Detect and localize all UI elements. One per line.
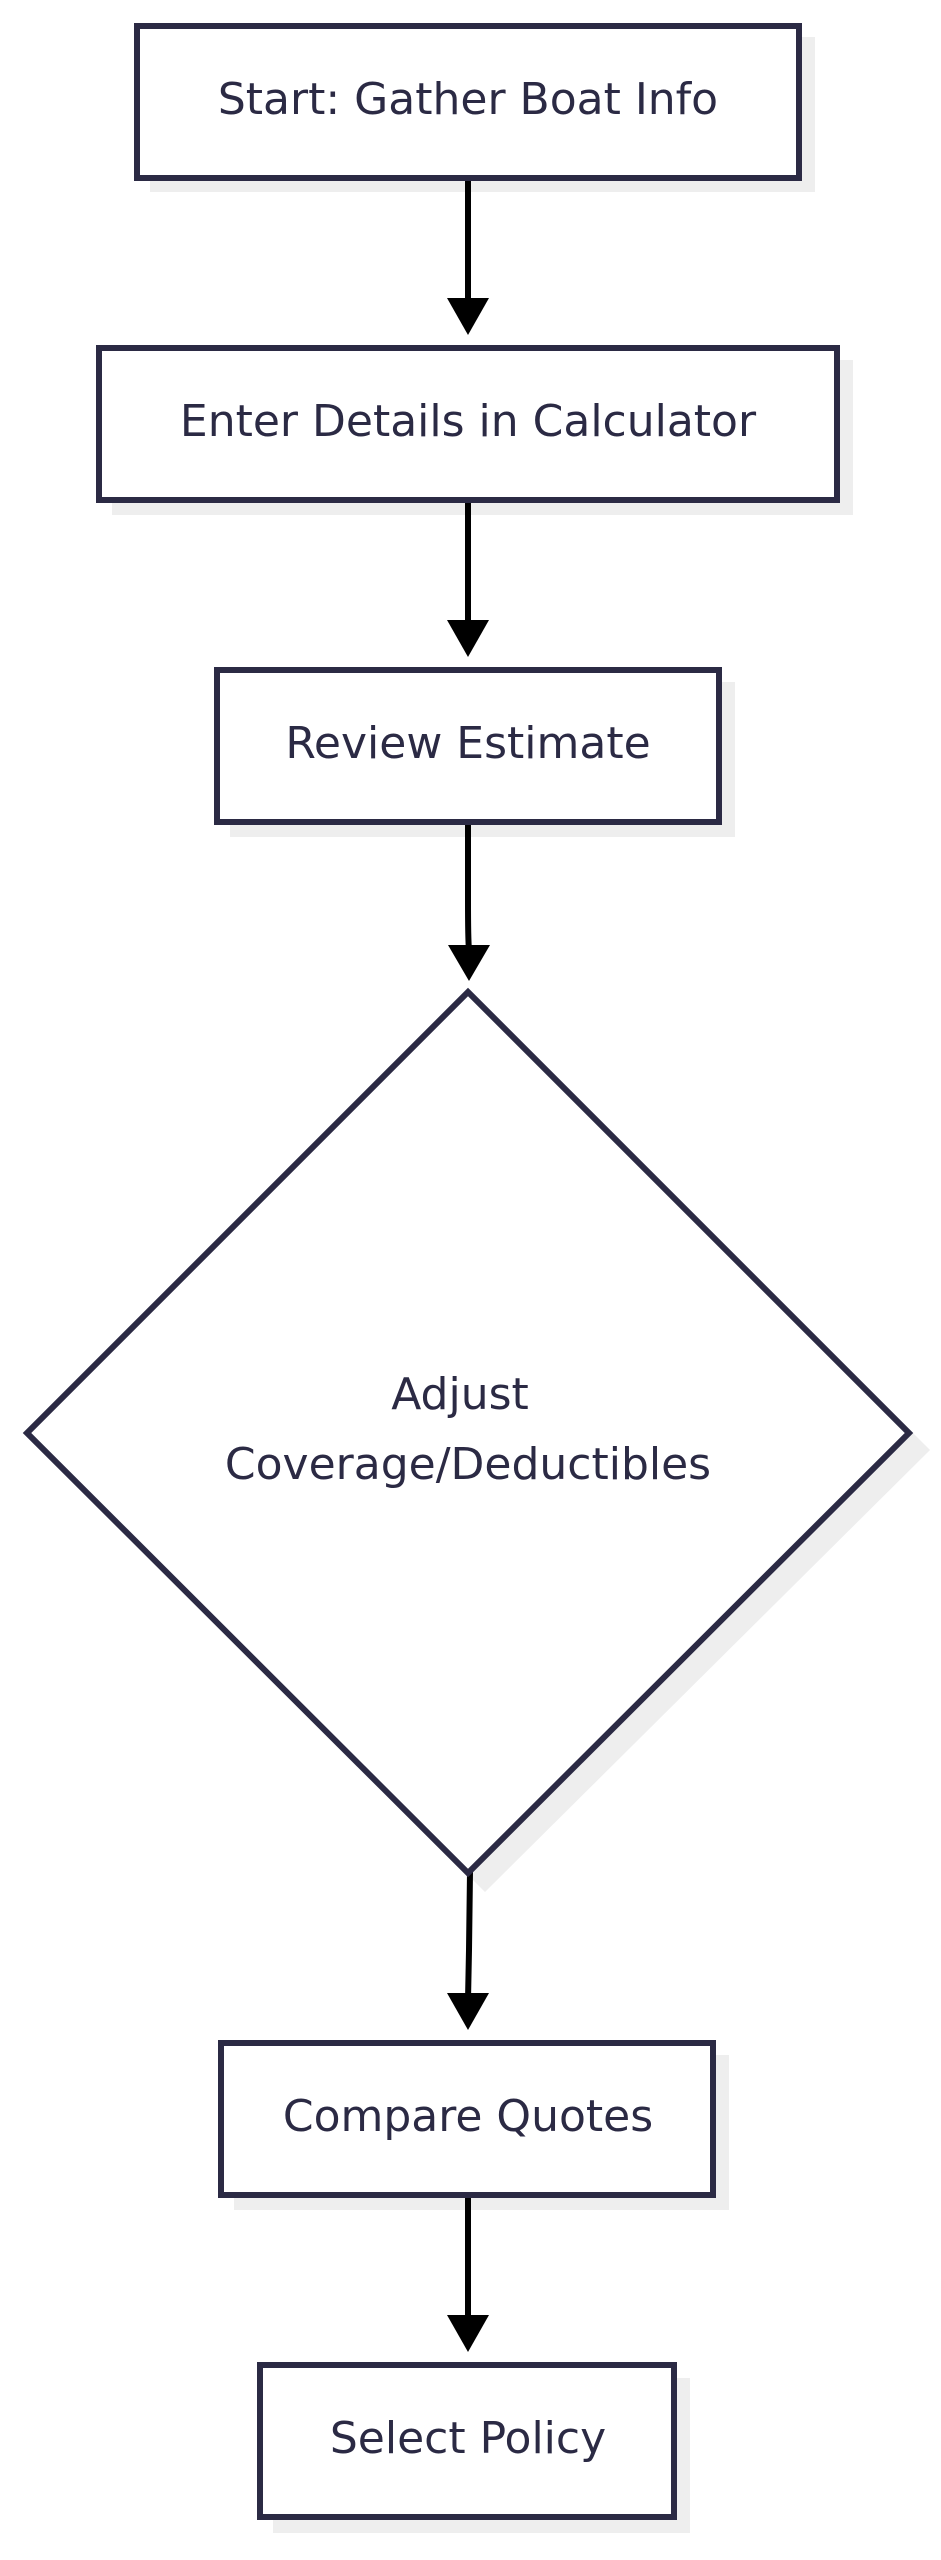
edge-adjust-to-compare-quotes — [447, 1871, 489, 2030]
start-node: Start: Gather Boat Info — [134, 23, 802, 181]
adjust-decision-node: Adjust Coverage/Deductibles — [22, 987, 914, 1878]
arrow-head — [447, 2315, 489, 2352]
select-policy-node-label: Select Policy — [330, 2413, 606, 2464]
review-estimate-node: Review Estimate — [214, 667, 722, 825]
arrow-head — [447, 620, 489, 657]
start-node-label: Start: Gather Boat Info — [218, 74, 718, 125]
arrow-head — [447, 1993, 489, 2030]
adjust-decision-node-label-line1: Adjust — [391, 1369, 529, 1420]
arrow-head — [447, 298, 489, 335]
review-estimate-node-box — [214, 667, 722, 825]
start-node-box — [134, 23, 802, 181]
enter-details-node-label: Enter Details in Calculator — [180, 396, 757, 447]
edge-enter-details-to-review-estimate — [447, 503, 489, 657]
edges — [447, 180, 490, 2352]
select-policy-node-box — [257, 2362, 677, 2520]
adjust-decision-node-diamond — [22, 987, 914, 1878]
compare-quotes-node: Compare Quotes — [218, 2040, 716, 2198]
adjust-decision-node-label-line2: Coverage/Deductibles — [225, 1439, 711, 1490]
edge-review-estimate-to-adjust — [448, 825, 490, 981]
review-estimate-node-label: Review Estimate — [285, 718, 650, 769]
edge-compare-quotes-to-select-policy — [447, 2198, 489, 2352]
enter-details-node-box — [96, 345, 840, 503]
enter-details-node: Enter Details in Calculator — [96, 345, 840, 503]
compare-quotes-node-box — [218, 2040, 716, 2198]
select-policy-node: Select Policy — [257, 2362, 677, 2520]
edge-start-to-enter-details — [447, 180, 489, 335]
arrow-head — [448, 945, 490, 981]
compare-quotes-node-label: Compare Quotes — [283, 2091, 653, 2142]
